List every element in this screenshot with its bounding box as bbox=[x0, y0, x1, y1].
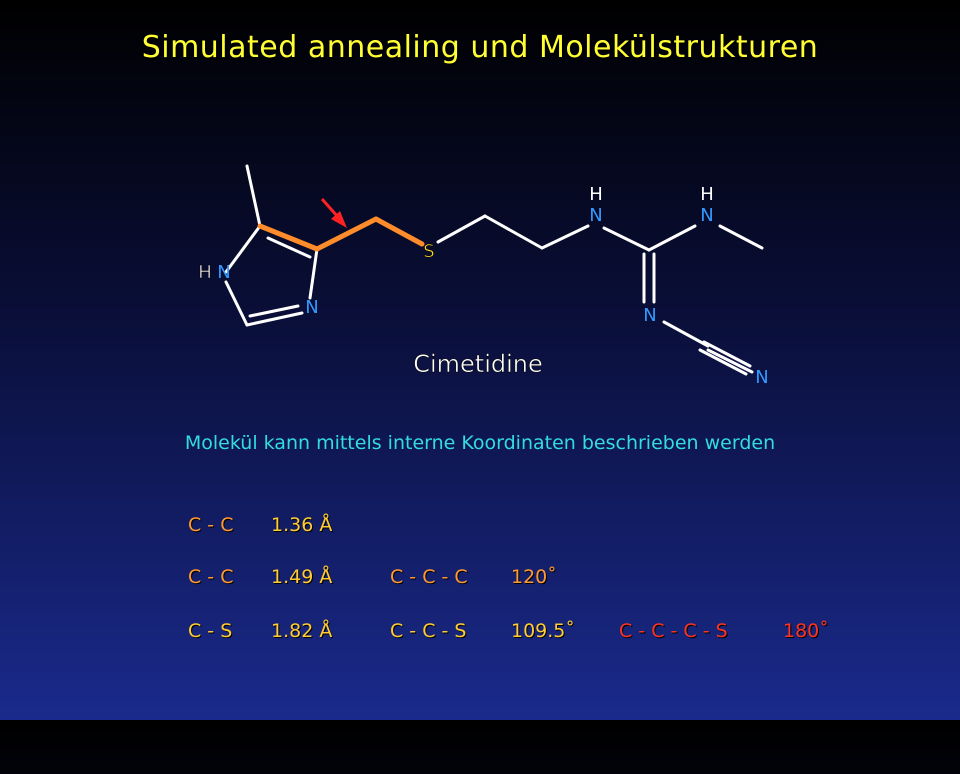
atom-labels: H N N S H N H N N N bbox=[198, 184, 769, 388]
bond-methyl bbox=[245, 164, 262, 228]
highlight-bond-ch2-s bbox=[373, 216, 425, 247]
bonds-highlight bbox=[257, 216, 425, 252]
bond-nh-c bbox=[602, 226, 651, 252]
bond-s-ch2 bbox=[436, 214, 487, 244]
bond-ring-c2-n3-double bbox=[248, 304, 300, 318]
bond-c-nh2 bbox=[647, 224, 697, 252]
highlight-bond-ring bbox=[257, 223, 320, 252]
atom-h-amine-1: H bbox=[589, 184, 603, 205]
atom-n-amine-1: N bbox=[589, 205, 602, 226]
coordinate-row-1: C - C 1.36 Å bbox=[0, 514, 332, 668]
coordinate-row-2: C - C 1.49 Å C - C - C 120˚ bbox=[0, 566, 557, 720]
angle-value: 120˚ bbox=[511, 566, 557, 588]
dihedral-label: C - C - C - S bbox=[619, 620, 728, 642]
bond-n-cn bbox=[662, 320, 710, 348]
bond-triple-b bbox=[706, 348, 754, 374]
bond-ch2-ch2 bbox=[483, 214, 544, 250]
bond-ring-n3-c4 bbox=[308, 247, 319, 300]
bonds-white bbox=[224, 164, 764, 376]
bond-ch2-nh bbox=[540, 224, 590, 250]
atom-n-ring: N bbox=[305, 297, 318, 318]
bond-length: 1.82 Å bbox=[271, 620, 333, 642]
slide-title: Simulated annealing und Molekülstrukture… bbox=[141, 30, 819, 65]
bond-length: 1.36 Å bbox=[271, 514, 333, 536]
molecule-name: Cimetidine bbox=[413, 350, 543, 378]
arrow-head bbox=[331, 211, 347, 228]
rotation-arrow bbox=[320, 198, 347, 228]
bond-triple-a bbox=[702, 340, 752, 368]
angle-label: C - C - C bbox=[390, 566, 468, 588]
bond-nh2-methyl bbox=[718, 224, 764, 250]
coordinate-row-3: C - S 1.82 Å C - C - S 109.5˚ C - C - C … bbox=[0, 620, 829, 774]
bond-ring-double-inner bbox=[266, 236, 312, 259]
bond-label: C - C bbox=[188, 566, 234, 588]
cimetidine-structure: H N N S H N H N N N Cimetidine bbox=[197, 164, 769, 388]
bond-ring-c2-n3 bbox=[245, 311, 304, 327]
highlight-bond-c-ch2 bbox=[314, 216, 379, 252]
atom-h-ring: H bbox=[198, 262, 212, 283]
bond-label: C - C bbox=[188, 514, 234, 536]
bond-ring-nh-c2 bbox=[224, 280, 249, 327]
angle-value: 109.5˚ bbox=[511, 620, 575, 642]
bond-ring-c5-nh bbox=[224, 224, 262, 274]
description-text: Molekül kann mittels interne Koordinaten… bbox=[184, 432, 776, 454]
bond-triple-c bbox=[698, 348, 748, 376]
atom-n-nitrile: N bbox=[755, 367, 768, 388]
arrow-shaft bbox=[320, 198, 340, 218]
atom-n-imine: N bbox=[643, 305, 656, 326]
atom-n-amine-2: N bbox=[700, 205, 713, 226]
atom-h-amine-2: H bbox=[700, 184, 714, 205]
atom-s: S bbox=[423, 241, 434, 262]
bond-label: C - S bbox=[188, 620, 233, 642]
dihedral-value: 180˚ bbox=[783, 620, 829, 642]
angle-label: C - C - S bbox=[390, 620, 467, 642]
atom-n-ring-nh: N bbox=[217, 262, 230, 283]
bond-length: 1.49 Å bbox=[271, 566, 333, 588]
